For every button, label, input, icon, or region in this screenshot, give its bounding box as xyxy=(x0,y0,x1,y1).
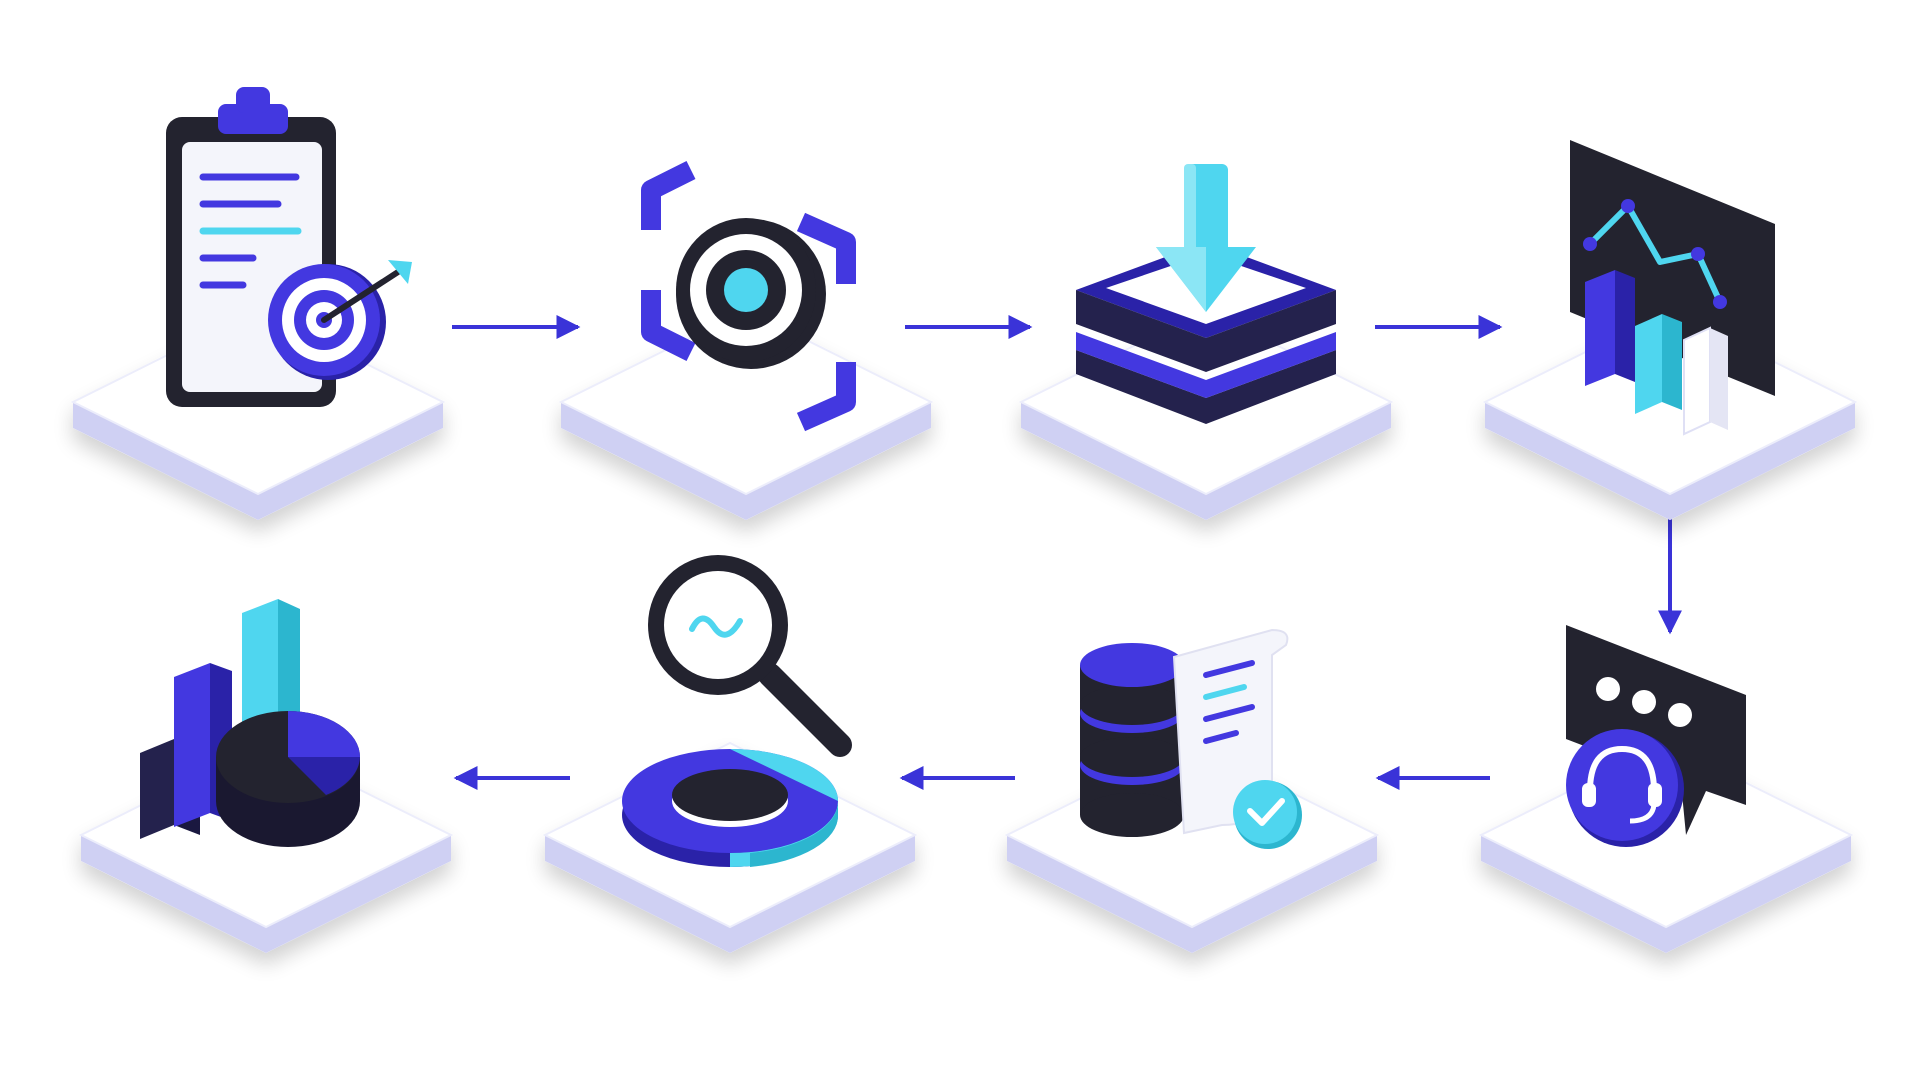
database-report-icon xyxy=(1080,628,1302,849)
magnifier-donut-icon xyxy=(622,555,852,867)
step-3 xyxy=(1020,164,1392,521)
step-5 xyxy=(1480,625,1852,954)
analytics-board-icon xyxy=(1570,140,1775,436)
step-8 xyxy=(80,599,452,954)
step-1 xyxy=(72,87,444,521)
charts-summary-icon xyxy=(140,599,360,847)
step-7 xyxy=(544,555,916,954)
step-2 xyxy=(560,161,932,521)
connectors xyxy=(452,315,1682,790)
step-4 xyxy=(1484,140,1856,521)
clipboard-target-icon xyxy=(166,87,412,407)
inbox-download-icon xyxy=(1076,164,1336,424)
step-6 xyxy=(1006,628,1378,954)
support-chat-icon xyxy=(1566,625,1746,847)
focus-target-icon xyxy=(641,161,856,432)
